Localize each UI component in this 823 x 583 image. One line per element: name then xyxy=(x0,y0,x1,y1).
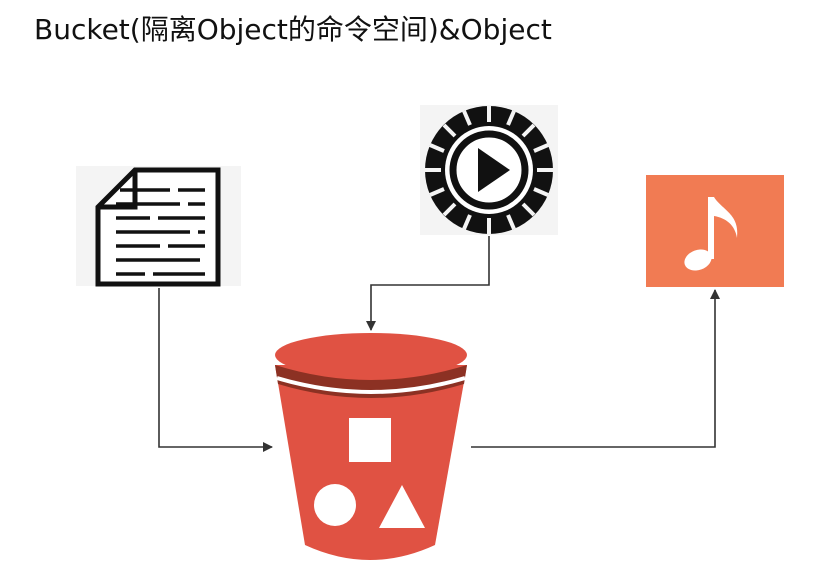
s3-bucket-icon xyxy=(275,333,467,560)
music-note-icon xyxy=(646,175,784,287)
document-icon xyxy=(76,166,241,287)
edge-bucket-to-music xyxy=(471,289,720,448)
video-play-icon xyxy=(420,105,558,235)
page-title: Bucket(隔离Object的命令空间)&Object xyxy=(34,13,552,46)
edge-document-to-bucket xyxy=(158,288,273,452)
edge-video-to-bucket xyxy=(366,236,490,331)
